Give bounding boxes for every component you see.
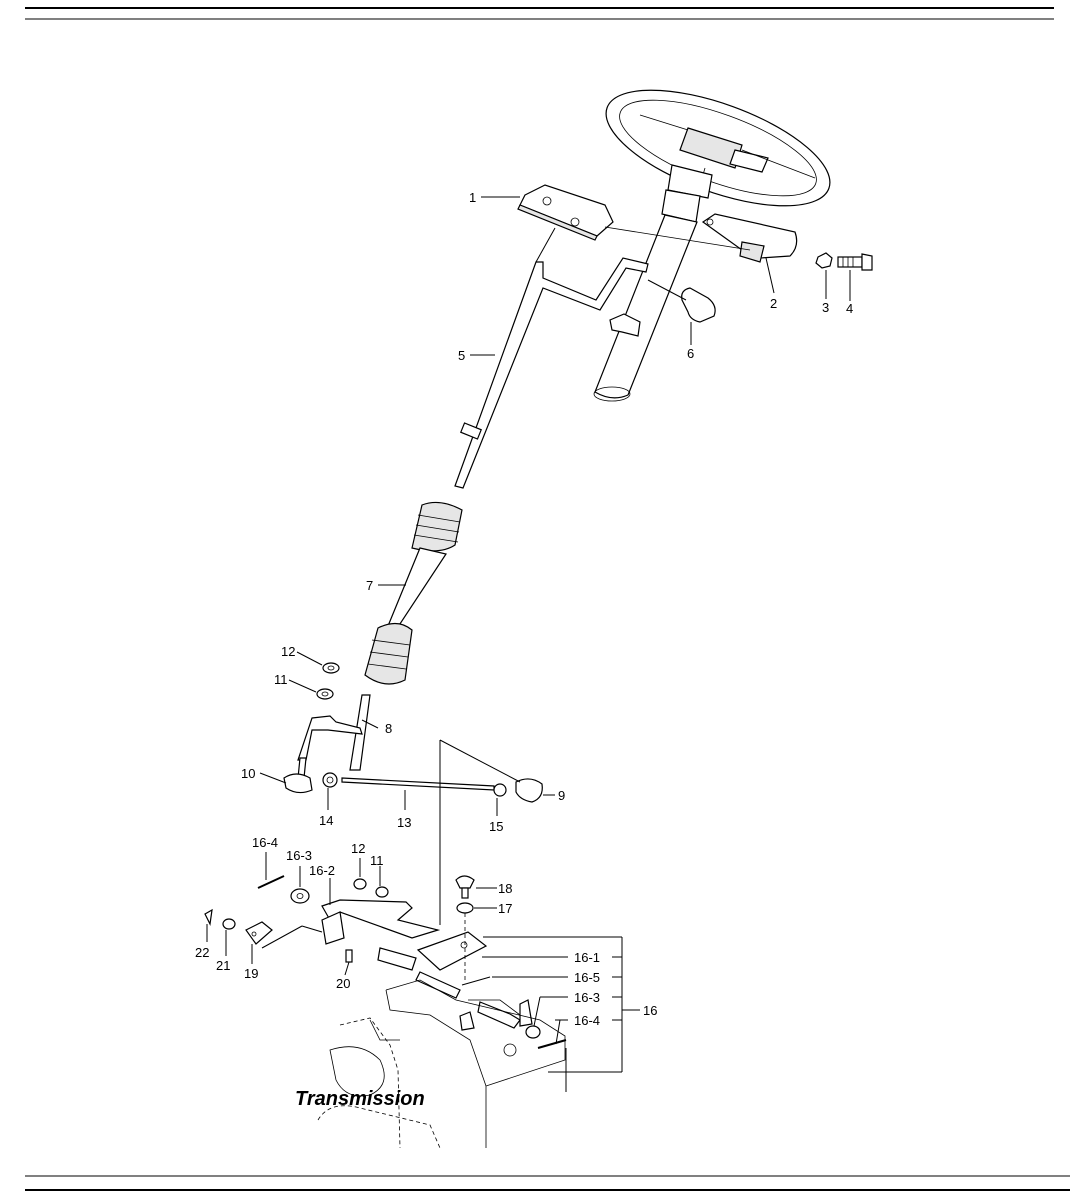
column-clamp <box>604 213 798 263</box>
callout-22: 22 <box>195 945 209 960</box>
callout-5: 5 <box>458 348 465 363</box>
pin-20 <box>345 949 353 963</box>
callout-16-3-lower: 16-3 <box>574 990 600 1005</box>
clamp-nut <box>815 252 833 269</box>
washer-upper-16-3 <box>290 888 310 904</box>
callout-17: 17 <box>498 901 512 916</box>
callout-15: 15 <box>489 819 503 834</box>
control-lever <box>454 257 649 489</box>
pivot-pin-16-5 <box>415 971 461 999</box>
washer-lower-16-3 <box>525 1025 541 1039</box>
shift-arm <box>297 694 371 771</box>
linkage-plate-16-1 <box>377 931 488 971</box>
callout-19: 19 <box>244 966 258 981</box>
washer-17 <box>456 902 474 914</box>
callout-6: 6 <box>687 346 694 361</box>
callout-16-4-upper: 16-4 <box>252 835 278 850</box>
upper-washer <box>316 688 334 700</box>
steering-column <box>593 164 713 402</box>
callout-labels: 1 2 3 4 5 6 7 8 9 10 11 12 13 14 15 16-4… <box>195 190 853 1028</box>
callout-12-upper: 12 <box>281 644 295 659</box>
callout-7: 7 <box>366 578 373 593</box>
lower-washer <box>375 886 389 898</box>
callout-8: 8 <box>385 721 392 736</box>
clamp-bolt <box>837 253 873 271</box>
ball-joint-left <box>283 757 313 794</box>
column-bracket <box>517 184 614 241</box>
lever-knob <box>681 287 716 323</box>
rod-nut-right <box>493 783 507 797</box>
callout-3: 3 <box>822 300 829 315</box>
shaft-arm-right <box>459 999 533 1031</box>
upper-nut <box>322 662 340 674</box>
washer-21 <box>222 918 236 930</box>
lever-shaft-with-boots <box>364 501 463 685</box>
callout-12-lower: 12 <box>351 841 365 856</box>
bottom-rule <box>25 1175 1070 1191</box>
shift-rod <box>341 777 495 791</box>
cotter-pin-22 <box>204 908 213 926</box>
callout-16: 16 <box>643 1003 657 1018</box>
callout-16-3-upper: 16-3 <box>286 848 312 863</box>
callout-10: 10 <box>241 766 255 781</box>
callout-16-4-lower: 16-4 <box>574 1013 600 1028</box>
link-19 <box>245 921 273 945</box>
rod-nut-left <box>322 772 338 788</box>
callout-1: 1 <box>469 190 476 205</box>
cotter-pin-upper <box>257 875 285 889</box>
callout-13: 13 <box>397 815 411 830</box>
leader-lines <box>206 196 851 1092</box>
column-guide-bracket <box>609 313 641 337</box>
lower-nut <box>353 878 367 890</box>
callout-16-1: 16-1 <box>574 950 600 965</box>
callout-11-upper: 11 <box>274 672 288 687</box>
transmission-caption: Transmission <box>295 1088 425 1110</box>
callout-11-lower: 11 <box>370 853 384 868</box>
callout-16-5: 16-5 <box>574 970 600 985</box>
transmission-housing <box>317 979 566 1149</box>
callout-16-2: 16-2 <box>309 863 335 878</box>
bolt-18 <box>455 875 475 899</box>
shift-lever-16-2 <box>321 899 441 945</box>
callout-9: 9 <box>558 788 565 803</box>
callout-2: 2 <box>770 296 777 311</box>
cotter-pin-lower <box>537 1039 567 1049</box>
top-rule <box>25 7 1054 20</box>
callout-21: 21 <box>216 958 230 973</box>
callout-20: 20 <box>336 976 350 991</box>
ball-joint-right <box>515 778 543 803</box>
callout-18: 18 <box>498 881 512 896</box>
callout-14: 14 <box>319 813 333 828</box>
steering-wheel <box>605 89 831 207</box>
callout-4: 4 <box>846 301 853 316</box>
